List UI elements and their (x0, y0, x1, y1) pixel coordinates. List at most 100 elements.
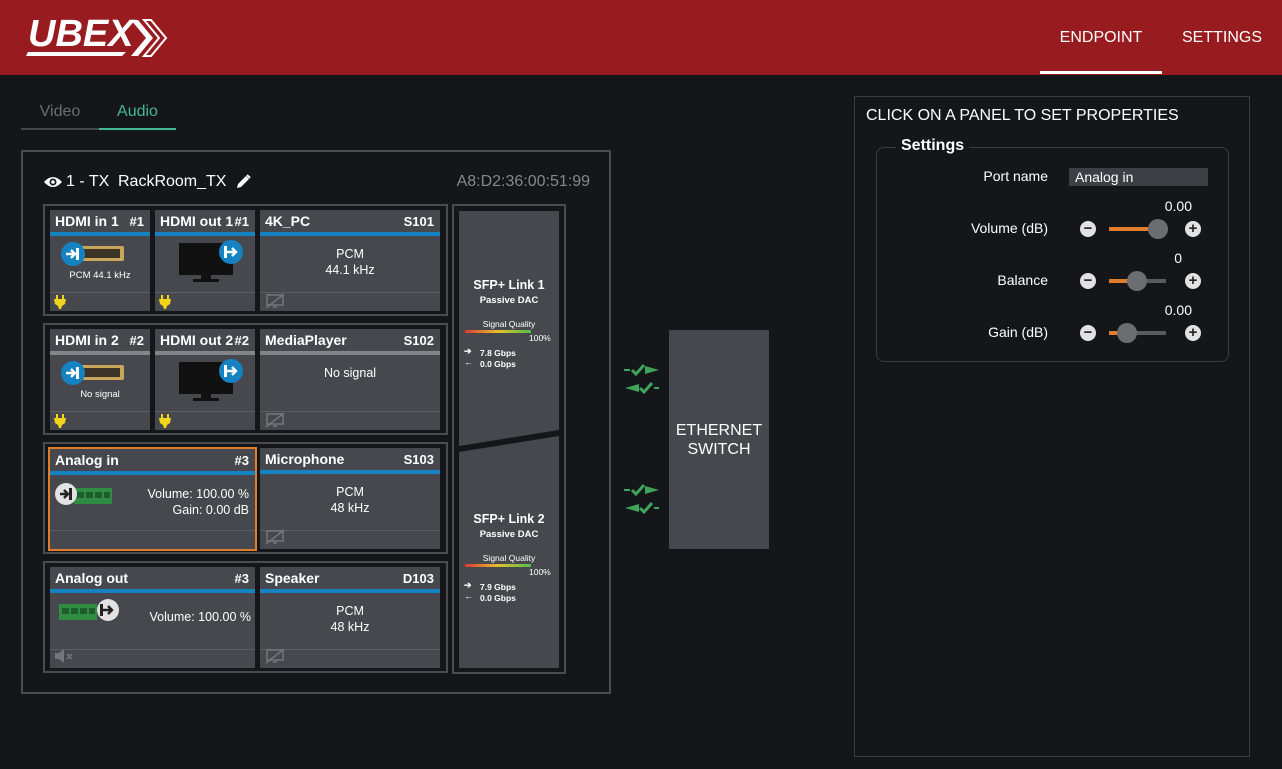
switch-label-line2: SWITCH (687, 440, 751, 458)
no-display-icon (265, 412, 285, 433)
signal-quality-value: 100% (529, 567, 551, 577)
volume-value: 0.00 (1164, 198, 1192, 214)
port-bar (50, 232, 150, 236)
gain-slider-knob[interactable] (1117, 323, 1137, 343)
properties-panel (854, 96, 1250, 757)
gain-decrease-button[interactable]: − (1080, 325, 1096, 341)
monitor-output-icon (177, 358, 245, 407)
logo-text: UBEX (28, 13, 136, 55)
nav-endpoint[interactable]: ENDPOINT (1059, 28, 1143, 46)
port-bar (260, 232, 440, 236)
panel-number: #2 (234, 333, 249, 348)
panel-number: S101 (403, 214, 434, 229)
port-bar (260, 351, 440, 355)
stream-format: PCM (336, 247, 364, 261)
panel-divider (260, 292, 440, 293)
tab-audio[interactable]: Audio (99, 96, 176, 130)
panel-analog-in[interactable]: Analog in #3 Volume: 100.00 % Gain: 0.00… (48, 447, 257, 551)
panel-stream-speaker[interactable]: Speaker D103 PCM 48 kHz (260, 567, 440, 668)
signal-quality-bar (465, 330, 531, 333)
balance-increase-button[interactable]: + (1185, 273, 1201, 289)
panel-divider (50, 411, 150, 412)
nav-settings[interactable]: SETTINGS (1181, 28, 1262, 46)
balance-decrease-button[interactable]: − (1080, 273, 1096, 289)
analog-input-icon (54, 482, 114, 513)
sfp-links-graphic (459, 211, 559, 668)
mac-address: A8:D2:36:00:51:99 (456, 173, 590, 190)
eye-icon[interactable] (43, 175, 63, 189)
sfp-link-1[interactable]: SFP+ Link 1 Passive DAC Signal Quality 1… (459, 211, 559, 431)
signal-status: No signal (80, 389, 120, 400)
volume-increase-button[interactable]: + (1185, 221, 1201, 237)
no-display-icon (265, 648, 285, 669)
ethernet-switch: ETHERNET SWITCH (669, 330, 769, 549)
panel-analog-out[interactable]: Analog out #3 Volume: 100.00 % (50, 567, 255, 668)
panel-number: S103 (403, 452, 434, 467)
panel-divider (50, 530, 255, 531)
tx-rate: 7.9 Gbps (480, 582, 516, 592)
settings-fieldset (876, 147, 1229, 362)
panel-number: #3 (234, 571, 249, 586)
stream-rate: 48 kHz (330, 501, 370, 515)
volume-label: Volume (dB) (970, 220, 1048, 236)
analog-in-gain: Gain: 0.00 dB (172, 503, 249, 517)
panel-hdmi-in-2[interactable]: HDMI in 2 #2 No signal (50, 329, 150, 430)
rx-arrow-icon: ← (464, 357, 473, 367)
panel-stream-microphone[interactable]: Microphone S103 PCM 48 kHz (260, 448, 440, 549)
signal-quality-value: 100% (529, 333, 551, 343)
panel-hdmi-out-2[interactable]: HDMI out 2 #2 (155, 329, 255, 430)
panel-divider (50, 292, 150, 293)
stream-format: PCM (336, 604, 364, 618)
pencil-icon[interactable] (234, 173, 252, 191)
panel-hdmi-in-1[interactable]: HDMI in 1 #1 PCM 44.1 kHz (50, 210, 150, 311)
power-plug-icon (54, 295, 66, 314)
port-bar (260, 589, 440, 593)
speaker-mute-icon (54, 648, 76, 669)
signal-quality-bar (465, 564, 531, 567)
link-status-icon-1 (623, 362, 661, 401)
panel-title: Microphone (265, 451, 345, 467)
panel-divider (50, 649, 255, 650)
device-id: 1 - TX (66, 173, 110, 190)
panel-stream-mediaplayer[interactable]: MediaPlayer S102 No signal (260, 329, 440, 430)
volume-slider-knob[interactable] (1148, 219, 1168, 239)
monitor-output-icon (177, 239, 245, 288)
tx-arrow-icon: ➔ (464, 580, 472, 590)
sfp-sub: Passive DAC (479, 529, 539, 540)
stream-format: No signal (323, 366, 377, 380)
panel-divider (155, 411, 255, 412)
panel-number: #1 (234, 214, 249, 229)
volume-slider-fill (1109, 227, 1157, 231)
panel-hdmi-out-1[interactable]: HDMI out 1 #1 (155, 210, 255, 311)
port-bar (260, 470, 440, 474)
gain-label: Gain (dB) (988, 324, 1048, 340)
gain-increase-button[interactable]: + (1185, 325, 1201, 341)
signal-status: PCM 44.1 kHz (69, 270, 131, 281)
sfp-link-2[interactable]: SFP+ Link 2 Passive DAC Signal Quality 1… (459, 440, 559, 668)
panel-number: #2 (129, 333, 144, 348)
port-group-analog-out (43, 561, 448, 673)
analog-output-icon (57, 598, 121, 629)
nav-active-underline (1040, 71, 1162, 74)
balance-slider-knob[interactable] (1127, 271, 1147, 291)
signal-quality-label: Signal Quality (482, 319, 536, 329)
panel-number: #1 (129, 214, 144, 229)
power-plug-icon (54, 414, 66, 433)
panel-title: MediaPlayer (265, 332, 347, 348)
gain-slider-track[interactable] (1109, 331, 1166, 335)
panel-divider (155, 292, 255, 293)
balance-label: Balance (997, 272, 1048, 288)
no-display-icon (265, 529, 285, 550)
ubex-logo: UBEX (26, 12, 176, 62)
panel-divider (260, 411, 440, 412)
stream-format: PCM (336, 485, 364, 499)
volume-decrease-button[interactable]: − (1080, 221, 1096, 237)
port-name-input[interactable] (1069, 168, 1208, 186)
panel-number: D103 (402, 571, 434, 586)
panel-stream-4k-pc[interactable]: 4K_PC S101 PCM 44.1 kHz (260, 210, 440, 311)
signal-quality-label: Signal Quality (482, 553, 536, 563)
rx-rate: 0.0 Gbps (480, 593, 516, 603)
port-group-hdmi1 (43, 204, 448, 316)
sfp-sub: Passive DAC (479, 295, 539, 306)
tab-video[interactable]: Video (21, 96, 99, 130)
